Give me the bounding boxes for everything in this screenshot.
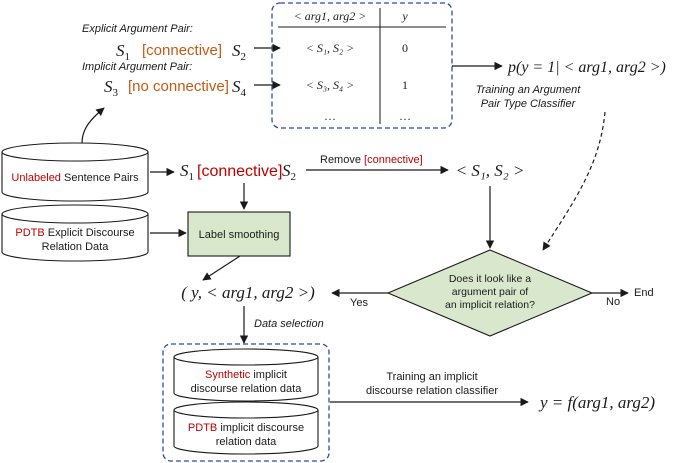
svg-text:Relation Data: Relation Data — [42, 241, 110, 253]
implicit-relation-decision — [386, 249, 594, 337]
smoothing-to-labeled-pair-arrow — [202, 255, 241, 281]
final-caption-line1: Training an implicit — [386, 371, 477, 383]
svg-text:S2: S2 — [232, 41, 246, 63]
final-caption-line2: discourse relation classifier — [366, 385, 498, 397]
decision-line1: Does it look like a — [449, 273, 531, 285]
pdtb-implicit-db: PDTB implicit discourse relation data — [173, 401, 319, 455]
svg-text:PDTB implicit discourse: PDTB implicit discourse — [188, 422, 304, 434]
implicit-pair-heading: Implicit Argument Pair: — [82, 61, 192, 73]
svg-text:Synthetic implicit: Synthetic implicit — [205, 369, 287, 381]
pdtb-explicit-db: PDTB Explicit Discourse Relation Data — [1, 204, 149, 262]
pair-without-connective: < S₁, S₂ > — [456, 161, 525, 180]
classifier-caption-line2: Pair Type Classifier — [481, 98, 577, 110]
svg-text:discourse relation data: discourse relation data — [191, 383, 303, 395]
labeled-pair: ( y, < arg1, arg2 >) — [181, 283, 315, 302]
synthetic-implicit-db: Synthetic implicit discourse relation da… — [173, 348, 319, 402]
decision-line2: argument pair of — [452, 286, 529, 298]
classifier-formula: p(y = 1| < arg1, arg2 >) — [507, 59, 666, 76]
svg-text:S2: S2 — [282, 161, 296, 183]
unlabeled-to-pairs-arrow — [81, 107, 105, 144]
label-smoothing-label: Label smoothing — [199, 229, 280, 241]
svg-text:S1: S1 — [116, 41, 130, 63]
classifier-to-decision-arrow — [542, 111, 606, 251]
remove-connective-label: Remove [connective] — [320, 154, 423, 166]
pair-table-row1-right: 0 — [402, 41, 408, 55]
implicit-pair: S3 [no connective] S4 — [104, 77, 247, 99]
pair-table-row2-left: < S₃, S₄ > — [306, 78, 355, 92]
svg-text:Unlabeled Sentence Pairs: Unlabeled Sentence Pairs — [11, 172, 139, 184]
explicit-connective: [connective] — [142, 42, 222, 59]
svg-text:S1: S1 — [180, 161, 194, 183]
explicit-pair: S1 [connective] S2 — [116, 41, 246, 63]
end-label: End — [634, 287, 654, 299]
pair-table-row2-right: 1 — [402, 78, 408, 92]
pair-table-box — [271, 2, 453, 129]
decision-line3: an implicit relation? — [445, 299, 535, 311]
svg-text:S3: S3 — [104, 77, 119, 99]
decision-no-label: No — [606, 296, 620, 308]
svg-text:[connective]: [connective] — [197, 163, 282, 180]
svg-text:PDTB Explicit Discourse: PDTB Explicit Discourse — [15, 227, 134, 239]
classifier-caption-line1: Training an Argument — [476, 84, 581, 96]
pair-table-row1-left: < S₁, S₂ > — [306, 41, 355, 55]
svg-text:S4: S4 — [232, 77, 247, 99]
pair-table-row3-left: … — [324, 109, 336, 123]
pair-table-header-right: y — [401, 9, 408, 23]
final-classifier-formula: y = f(arg1, arg2) — [538, 393, 655, 412]
label-smoothing-box — [187, 211, 291, 257]
pair-table-header-left: < arg1, arg2 > — [294, 9, 367, 23]
sentence-with-connective: S1 [connective] S2 — [180, 161, 296, 183]
unlabeled-sentence-pairs-db: Unlabeled Sentence Pairs — [1, 142, 149, 202]
training-data-box — [162, 343, 330, 462]
explicit-pair-heading: Explicit Argument Pair: — [82, 23, 193, 35]
decision-yes-label: Yes — [350, 297, 368, 309]
svg-text:relation data: relation data — [216, 436, 277, 448]
data-selection-label: Data selection — [254, 318, 324, 330]
pair-table-row3-right: … — [399, 109, 411, 123]
implicit-connective: [no connective] — [128, 78, 229, 95]
